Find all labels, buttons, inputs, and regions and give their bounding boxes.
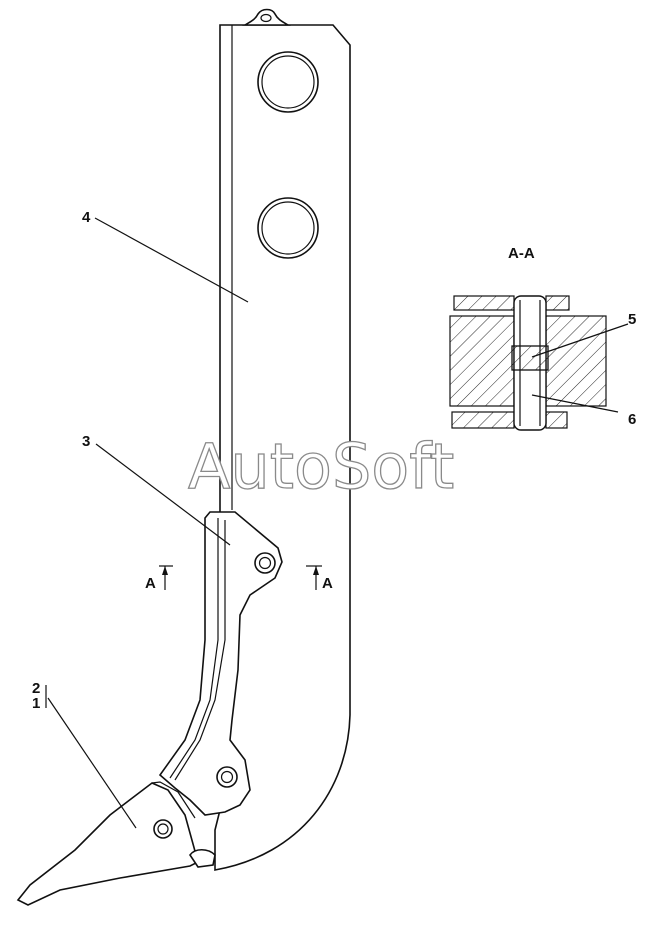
leader-lines [45, 217, 629, 829]
watermark: AutoSoft [188, 430, 454, 503]
shank-body [214, 8, 351, 871]
callout-5: 5 [628, 311, 636, 328]
section-cut-marks [159, 565, 322, 590]
section-mark-right: A [322, 575, 333, 592]
callout-1: 1 [32, 695, 40, 712]
callout-6: 6 [628, 411, 636, 428]
ripper-tip [16, 781, 216, 906]
section-view [449, 295, 607, 431]
section-title: A-A [508, 245, 535, 262]
callout-2: 2 [32, 680, 40, 697]
section-mark-left: A [145, 575, 156, 592]
callout-3: 3 [82, 433, 90, 450]
callout-4: 4 [82, 209, 91, 226]
shank-protector [158, 511, 283, 816]
